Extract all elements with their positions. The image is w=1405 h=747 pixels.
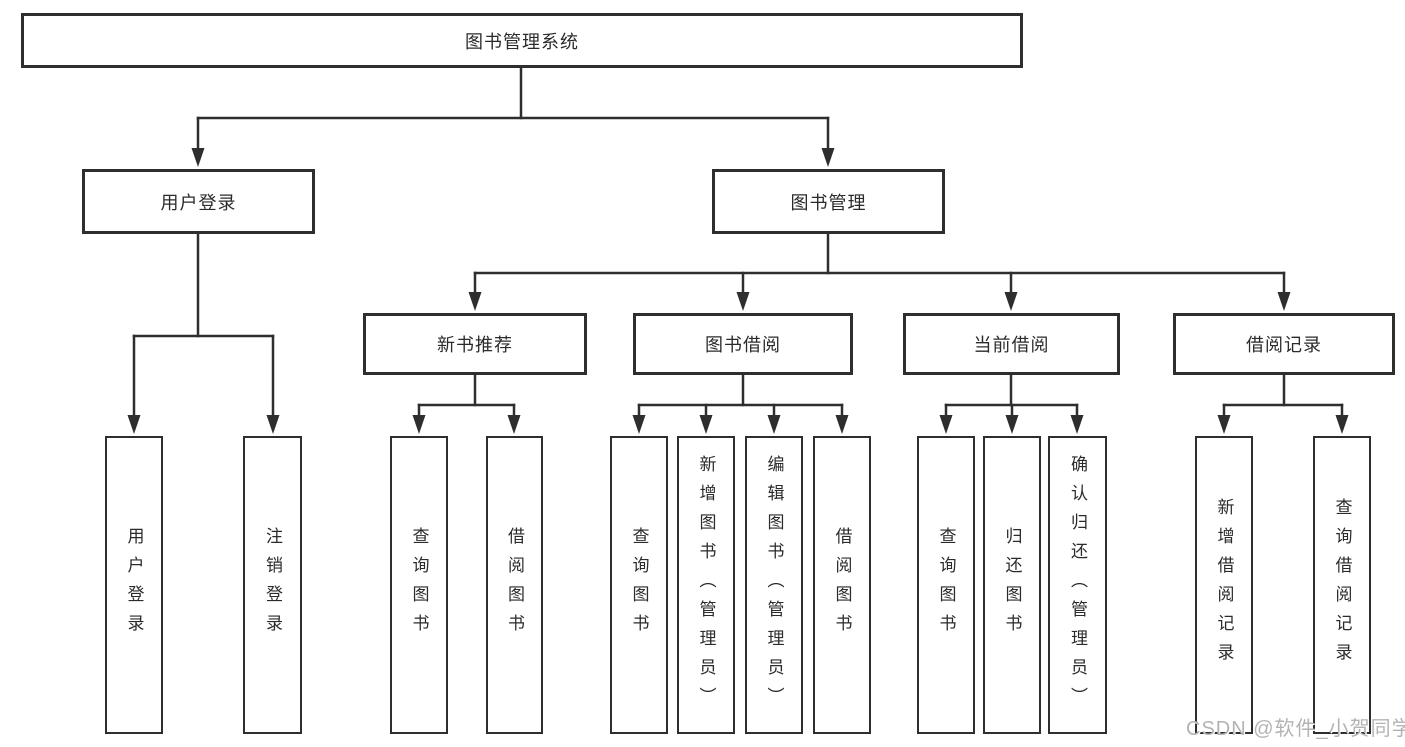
csdn-watermark: CSDN @软件_小贺同学 [1186, 718, 1405, 740]
node-library-management-system: 图书管理系统 [21, 13, 1023, 68]
leaf-borrow-books: 借阅图书 [813, 436, 871, 734]
node-new-book-recommend: 新书推荐 [363, 313, 587, 375]
arrowheads [127, 148, 1349, 434]
leaf-user-login: 用户登录 [105, 436, 163, 734]
node-book-borrow: 图书借阅 [633, 313, 853, 375]
leaf-return-book: 归还图书 [983, 436, 1041, 734]
leaf-add-borrow-record: 新增借阅记录 [1195, 436, 1253, 734]
leaf-query-books-recommend: 查询图书 [390, 436, 448, 734]
leaf-confirm-return-admin: 确认归还（管理员） [1048, 436, 1107, 734]
leaf-edit-book-admin: 编辑图书（管理员） [745, 436, 803, 734]
leaf-query-borrow-record: 查询借阅记录 [1313, 436, 1371, 734]
leaf-add-book-admin: 新增图书（管理员） [677, 436, 735, 734]
leaf-logout: 注销登录 [243, 436, 302, 734]
leaf-query-books-borrow: 查询图书 [610, 436, 668, 734]
node-current-borrow: 当前借阅 [903, 313, 1120, 375]
node-user-login: 用户登录 [82, 169, 315, 234]
node-borrow-records: 借阅记录 [1173, 313, 1395, 375]
leaf-borrow-books-recommend: 借阅图书 [486, 436, 543, 734]
leaf-query-books-current: 查询图书 [917, 436, 975, 734]
node-book-management: 图书管理 [712, 169, 945, 234]
